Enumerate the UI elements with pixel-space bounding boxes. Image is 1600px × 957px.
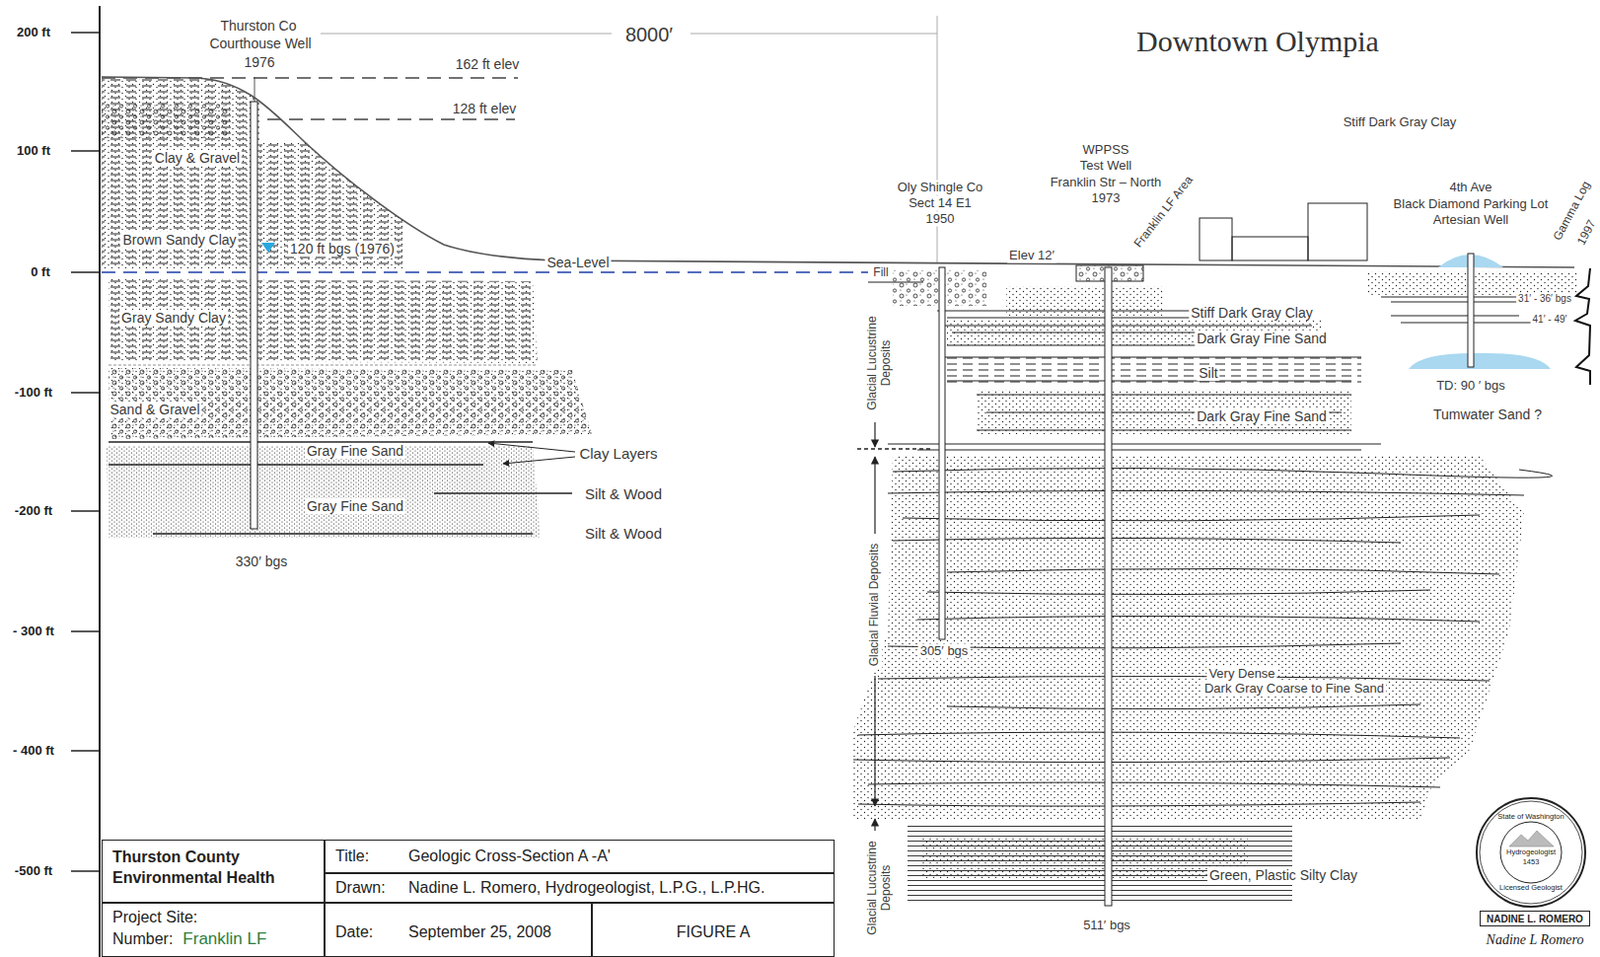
- layer-label: Silt: [1196, 364, 1220, 381]
- node-text: Licensed Geologist: [1477, 883, 1585, 892]
- depth-label: 511′ bgs: [1081, 918, 1133, 934]
- layer-label: Gray Fine Sand: [304, 498, 406, 514]
- unit-label: Glacial Lucustrine Deposits: [866, 305, 894, 421]
- unit-label: Glacial Lucustrine Deposits: [866, 830, 894, 946]
- node-text: State of Washington: [1477, 812, 1585, 821]
- title-block-cell: Drawn:Nadine L. Romero, Hydrogeologist, …: [324, 872, 835, 903]
- node-text: Drawn:: [335, 878, 409, 897]
- elevation-label: 162 ft elev: [453, 56, 522, 73]
- axis-label: 200 ft: [14, 25, 53, 41]
- layer-label: Sand & Gravel: [107, 401, 202, 418]
- title-block-cell: Thurston County Environmental Health: [101, 839, 325, 903]
- depth-label: 31′ - 36′ bgs: [1516, 292, 1574, 305]
- well-name: Courthouse Well: [207, 35, 313, 52]
- well-name: Franklin Str – North: [1048, 175, 1164, 191]
- layer-label: Green, Plastic Silty Clay: [1207, 867, 1360, 883]
- node-text: Date:: [335, 923, 409, 942]
- title-block-cell: FIGURE A: [591, 902, 835, 957]
- water-level-label: 120 ft bgs (1976): [288, 240, 397, 257]
- layer-label: Clay & Gravel: [152, 149, 242, 166]
- node-text: Nadine L. Romero, Hydrogeologist, L.P.G.…: [408, 878, 765, 897]
- well-name: Artesian Well: [1431, 213, 1511, 228]
- layer-label: Stiff Dark Gray Clay: [1188, 304, 1314, 321]
- well-year: 1973: [1090, 191, 1123, 207]
- axis-label: -500 ft: [12, 864, 55, 879]
- elevation-label: 128 ft elev: [450, 100, 519, 117]
- callout-label: Clay Layers: [577, 444, 659, 462]
- well-name: Black Diamond Parking Lot: [1391, 197, 1551, 213]
- axis-label: - 300 ft: [10, 624, 57, 640]
- depth-label: 330′ bgs: [233, 553, 290, 570]
- log-label: 1997: [1574, 216, 1600, 250]
- layer-label: Tumwater Sand ?: [1431, 406, 1544, 423]
- layer-label: Gray Sandy Clay: [119, 309, 228, 326]
- layer-label: Silt & Wood: [582, 485, 664, 503]
- license-stamp: State of WashingtonHydrogeologist1453Lic…: [1475, 797, 1587, 908]
- title-block-cell: Project Site:Number: Franklin LF: [101, 902, 325, 957]
- node-text: Number:: [112, 929, 173, 950]
- axis-label: -100 ft: [12, 385, 55, 401]
- well-name: Sect 14 E1: [906, 196, 974, 212]
- title-block-cell: Title:Geologic Cross-Section A -A': [324, 839, 835, 873]
- node-text: Franklin LF: [182, 928, 267, 950]
- node-text: NADINE L. ROMERO: [1486, 913, 1584, 925]
- node-text: Geologic Cross-Section A -A': [408, 847, 611, 866]
- well-name: 4th Ave: [1447, 180, 1494, 196]
- axis-label: 0 ft: [28, 265, 53, 281]
- name-box: NADINE L. ROMERO: [1479, 910, 1591, 927]
- axis-label: 100 ft: [14, 144, 53, 159]
- axis-label: - 400 ft: [10, 743, 57, 759]
- node-text: Hydrogeologist: [1477, 848, 1585, 857]
- well-name: Thurston Co: [218, 17, 298, 34]
- well-name: Test Well: [1078, 158, 1135, 174]
- axis-label: -200 ft: [12, 504, 55, 519]
- node-text: FIGURE A: [676, 923, 751, 942]
- distance-label: 8000′: [623, 23, 675, 47]
- layer-label: Dark Gray Fine Sand: [1194, 408, 1329, 425]
- layer-label: Silt & Wood: [582, 524, 664, 542]
- depth-label: 305′ bgs: [918, 644, 971, 659]
- well-year: 1950: [924, 212, 957, 227]
- unit-label: Glacial Fluvial Deposits: [868, 541, 882, 669]
- well-year: 1976: [241, 54, 277, 71]
- node-text: Project Site:: [112, 907, 314, 929]
- well-name: WPPSS: [1081, 143, 1132, 158]
- map-title: Downtown Olympia: [1134, 24, 1382, 60]
- layer-label: Gray Fine Sand: [304, 442, 406, 459]
- node-text: September 25, 2008: [408, 923, 552, 942]
- layer-label: Very Dense: [1206, 666, 1277, 682]
- well-name: Oly Shingle Co: [895, 180, 986, 196]
- depth-label: 41′ - 49′: [1530, 313, 1570, 326]
- title-block-cell: Date:September 25, 2008: [324, 902, 592, 957]
- elevation-label: Elev 12′: [1007, 248, 1057, 264]
- node-text: Title:: [335, 847, 409, 866]
- node-text: Thurston County Environmental Health: [112, 847, 314, 889]
- layer-label: Dark Gray Coarse to Fine Sand: [1202, 681, 1386, 697]
- layer-label: Fill: [871, 266, 890, 281]
- signature: Nadine L Romero: [1484, 932, 1587, 948]
- depth-label: TD: 90 ′ bgs: [1434, 378, 1508, 394]
- layer-label: Dark Gray Fine Sand: [1194, 330, 1329, 347]
- layer-label: Stiff Dark Gray Clay: [1341, 115, 1459, 131]
- layer-label: Brown Sandy Clay: [120, 231, 238, 248]
- sea-level-label: Sea-Level: [544, 254, 611, 271]
- node-text: 1453: [1477, 858, 1585, 867]
